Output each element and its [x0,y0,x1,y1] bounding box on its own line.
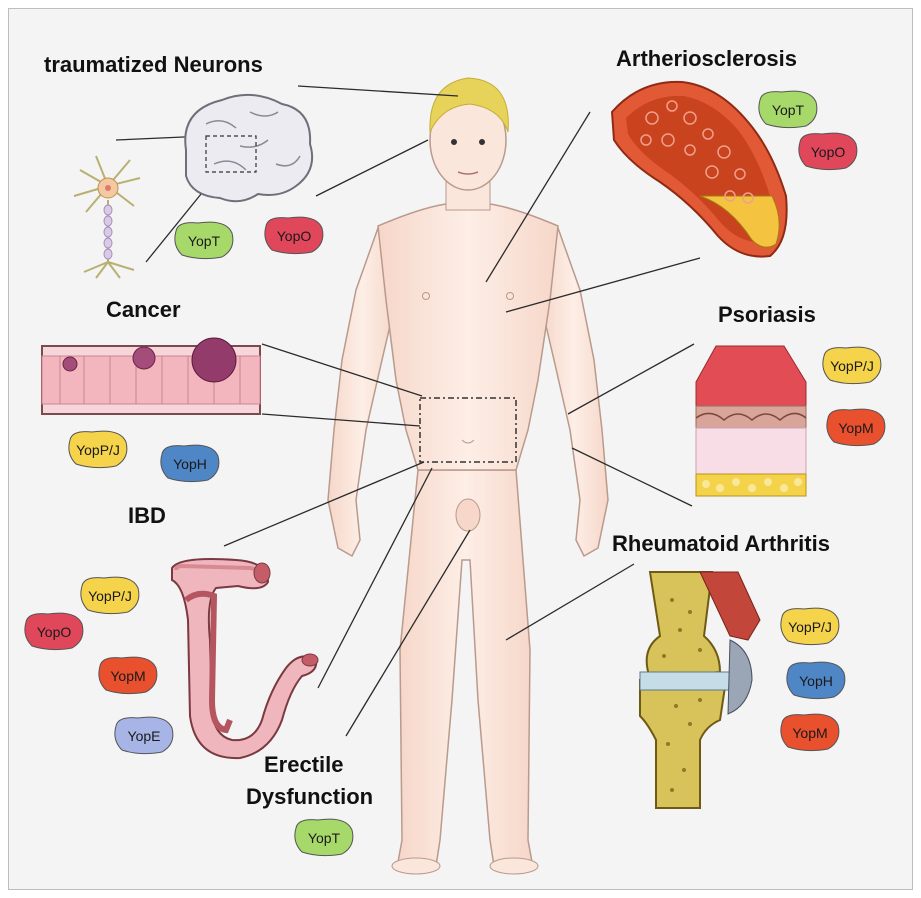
yop-label: YopP/J [788,619,832,635]
label-rheumatoid-arthritis: Rheumatoid Arthritis [612,531,830,556]
yop-label: YopH [173,456,207,472]
yop-blob: YopT [759,91,817,127]
yop-blob: YopP/J [823,347,881,383]
torso [378,204,558,470]
yop-label: YopM [792,725,827,741]
label-traumatized-neurons: traumatized Neurons [44,52,263,77]
yop-label: YopO [277,228,312,244]
yop-blob: YopH [161,445,219,481]
yop-label: YopP/J [76,442,120,458]
label-psoriasis: Psoriasis [718,302,816,327]
yop-blob: YopT [295,819,353,855]
label-erectile: Erectile [264,752,344,777]
label-dysfunction: Dysfunction [246,784,373,809]
label-cancer: Cancer [106,297,181,322]
yop-blob: YopH [787,662,845,698]
right-foot [490,858,538,874]
yop-blob: YopP/J [69,431,127,467]
tumor-large [192,338,236,382]
yop-blob: YopO [265,217,323,253]
yop-blob: YopP/J [81,577,139,613]
yop-label: YopO [37,624,72,640]
brain-illustration [185,95,312,201]
human-figure [328,78,608,874]
label-atherosclerosis: Artheriosclerosis [616,46,797,71]
yop-label: YopT [308,830,341,846]
left-foot [392,858,440,874]
yop-blob: YopM [781,714,839,750]
yop-label: YopP/J [830,358,874,374]
yop-label: YopE [128,728,161,744]
yop-label: YopM [110,668,145,684]
eye [479,139,485,145]
tumor-small [63,357,77,371]
yop-label: YopH [799,673,833,689]
line-neurons-head [316,140,428,196]
line-ibd-1 [224,462,424,546]
yop-blob: YopT [175,222,233,258]
yop-label: YopM [838,420,873,436]
knee-illustration [640,572,760,808]
tumor-medium [133,347,155,369]
genitals [456,499,480,531]
yop-blob: YopE [115,717,173,753]
yop-label: YopT [772,102,805,118]
yop-blob: YopO [25,613,83,649]
colon-illustration [42,338,260,414]
skin-illustration [696,346,806,496]
eye [451,139,457,145]
yop-label: YopT [188,233,221,249]
yop-blob: YopM [99,657,157,693]
yop-blob: YopM [827,409,885,445]
neuron-illustration [74,156,140,278]
yop-blob: YopO [799,133,857,169]
label-ibd: IBD [128,503,166,528]
yop-label: YopO [811,144,846,160]
line-neurons-hair [298,86,458,96]
yop-blob: YopP/J [781,608,839,644]
intestine-illustration [172,559,318,758]
yop-label: YopP/J [88,588,132,604]
